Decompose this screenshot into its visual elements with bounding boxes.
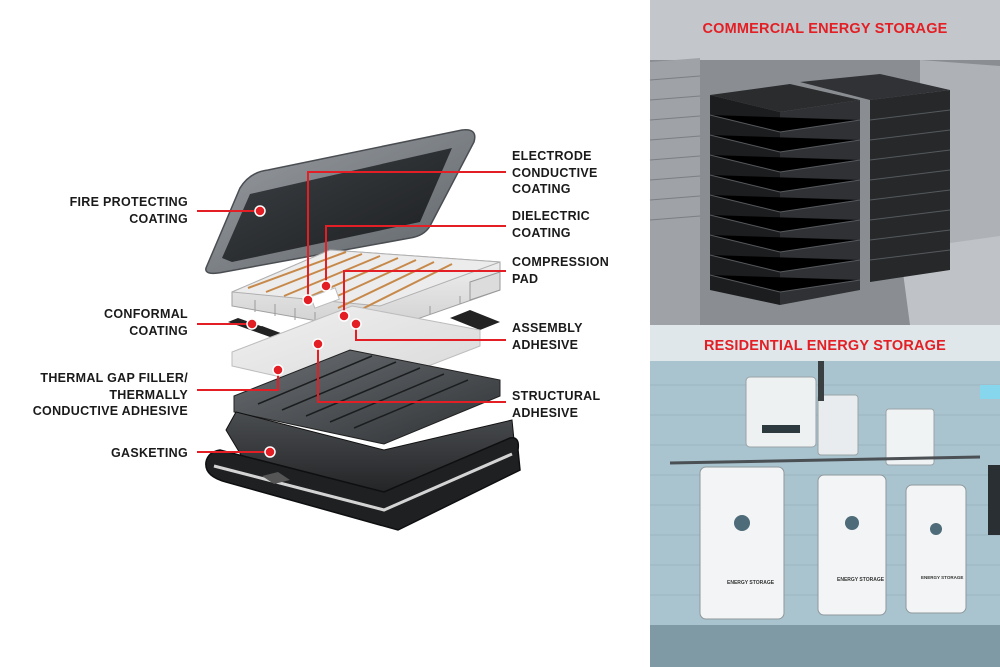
residential-storage-title: RESIDENTIAL ENERGY STORAGE	[703, 338, 947, 354]
label-thermal-gap-filler: THERMAL GAP FILLER/ THERMALLY CONDUCTIVE…	[32, 371, 188, 418]
battery-unit-label-1: ENERGY STORAGE	[727, 580, 775, 586]
label-fire-protecting-coating: FIRE PROTECTING COATING	[69, 195, 188, 226]
lid-part	[205, 129, 476, 275]
residential-batteries	[699, 466, 967, 620]
callout-dots	[246, 205, 362, 458]
commercial-storage-title: COMMERCIAL ENERGY STORAGE	[702, 21, 948, 37]
battery-unit-label-2: ENERGY STORAGE	[837, 577, 885, 583]
residential-storage-panel: RESIDENTIAL ENERGY STORAGE ENERGY STORAG…	[650, 325, 1000, 667]
label-electrode-conductive-coating: ELECTRODE CONDUCTIVE COATING	[512, 149, 598, 196]
residential-storage-photo	[650, 325, 1000, 667]
label-structural-adhesive: STRUCTURAL ADHESIVE	[512, 389, 601, 420]
label-assembly-adhesive: ASSEMBLY ADHESIVE	[512, 321, 583, 352]
battery-stacks	[709, 74, 951, 305]
battery-pack-exploded-diagram	[197, 129, 521, 531]
label-gasketing: GASKETING	[110, 446, 188, 460]
label-compression-pad: COMPRESSION PAD	[512, 255, 610, 286]
battery-unit-label-3: ENERGY STORAGE	[921, 575, 964, 580]
cooling-plate-part	[233, 349, 501, 445]
commercial-storage-panel: COMMERCIAL ENERGY STORAGE	[650, 0, 1000, 325]
label-conformal-coating: CONFORMAL COATING	[104, 307, 188, 338]
commercial-storage-photo	[650, 0, 1000, 325]
label-dielectric-coating: DIELECTRIC COATING	[512, 209, 590, 240]
